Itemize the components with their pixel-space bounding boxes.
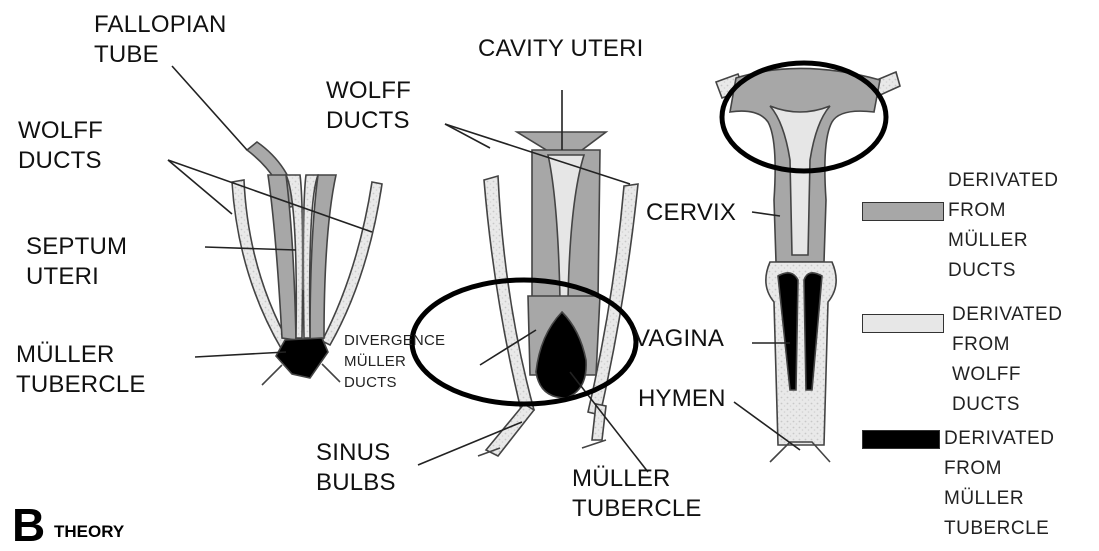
middle-embryo-figure	[478, 132, 638, 456]
label-cervix: CERVIX	[646, 198, 736, 228]
right-adult-figure	[716, 68, 900, 462]
label-cavity-uteri: CAVITY UTERI	[478, 34, 644, 64]
label-hymen: HYMEN	[638, 384, 726, 414]
sinus-bulbs-shape	[486, 404, 534, 456]
vagina-outer	[766, 262, 836, 445]
panel-caption: THEORY	[54, 522, 124, 542]
middle-left-wolff-duct	[484, 176, 534, 414]
legend-swatch-muller-ducts	[862, 202, 944, 221]
legend-swatch-muller-tubercle	[862, 430, 940, 449]
label-vagina: VAGINA	[634, 324, 724, 354]
panel-letter: B	[12, 502, 45, 548]
legend-swatch-wolff-ducts	[862, 314, 944, 333]
left-muller-tubercle	[276, 338, 328, 378]
